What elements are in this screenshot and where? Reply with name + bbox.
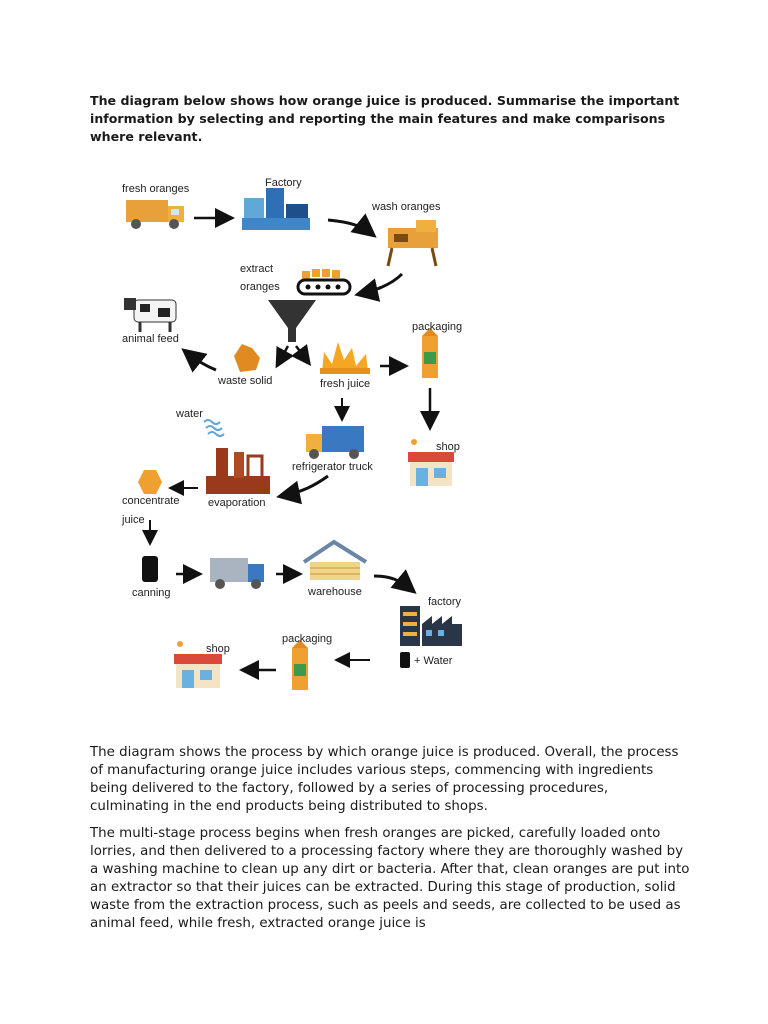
- label-water: water: [175, 408, 203, 420]
- label-oranges: oranges: [240, 281, 280, 293]
- label-packaging-top: packaging: [412, 321, 462, 333]
- arrow: [181, 348, 217, 373]
- evaporator-icon: [206, 448, 270, 494]
- arrow: [276, 474, 329, 505]
- essay-paragraph-1: The diagram shows the process by which o…: [90, 745, 679, 815]
- label-extract: extract: [240, 263, 273, 275]
- concentrate-hexagon-icon: [138, 470, 162, 494]
- label-juice: juice: [121, 514, 145, 526]
- juice-carton-icon: [292, 640, 308, 690]
- small-can-icon: [400, 652, 410, 668]
- label-factory-bottom: factory: [428, 596, 462, 608]
- water-waves-icon: [203, 419, 225, 437]
- cow-icon: [124, 298, 177, 332]
- label-concentrate: concentrate: [122, 495, 179, 507]
- label-fresh-juice: fresh juice: [320, 378, 370, 390]
- label-warehouse: warehouse: [307, 586, 362, 598]
- shop-icon: [174, 641, 222, 688]
- factory-icon: [242, 188, 310, 230]
- label-canning: canning: [132, 587, 171, 599]
- warehouse-icon: [302, 539, 368, 580]
- shop-icon: [408, 439, 454, 486]
- label-evaporation: evaporation: [208, 497, 266, 509]
- label-wash-oranges: wash oranges: [371, 201, 441, 213]
- waste-solid-icon: [234, 344, 260, 372]
- label-packaging-bottom: packaging: [282, 633, 332, 645]
- extractor-conveyor-icon: [296, 269, 352, 296]
- washing-machine-icon: [386, 220, 438, 267]
- arrow: [354, 272, 404, 302]
- task-prompt: The diagram below shows how orange juice…: [90, 93, 680, 144]
- label-fresh-oranges: fresh oranges: [122, 183, 190, 195]
- juice-carton-icon: [422, 328, 438, 378]
- arrow: [275, 345, 295, 369]
- arrow: [291, 344, 311, 366]
- essay-paragraph-2: The multi-stage process begins when fres…: [90, 826, 690, 932]
- delivery-truck-icon: [126, 200, 184, 229]
- funnel-icon: [268, 300, 316, 342]
- orange-juice-process-diagram: fresh oranges Factory wash oranges extra…: [121, 177, 462, 690]
- label-factory-top: Factory: [265, 177, 302, 189]
- delivery-truck-icon: [210, 558, 264, 589]
- label-shop-bottom: shop: [206, 643, 230, 655]
- label-waste-solid: waste solid: [217, 375, 272, 387]
- label-shop-top: shop: [436, 441, 460, 453]
- can-icon: [142, 556, 158, 582]
- arrow: [327, 213, 377, 238]
- fresh-juice-splash-icon: [320, 342, 370, 374]
- refrigerator-truck-icon: [306, 426, 364, 459]
- label-plus-water: + Water: [414, 655, 453, 667]
- label-refrigerator-truck: refrigerator truck: [292, 461, 373, 473]
- label-animal-feed: animal feed: [122, 333, 179, 345]
- factory-icon: [400, 606, 462, 646]
- arrow: [373, 569, 417, 594]
